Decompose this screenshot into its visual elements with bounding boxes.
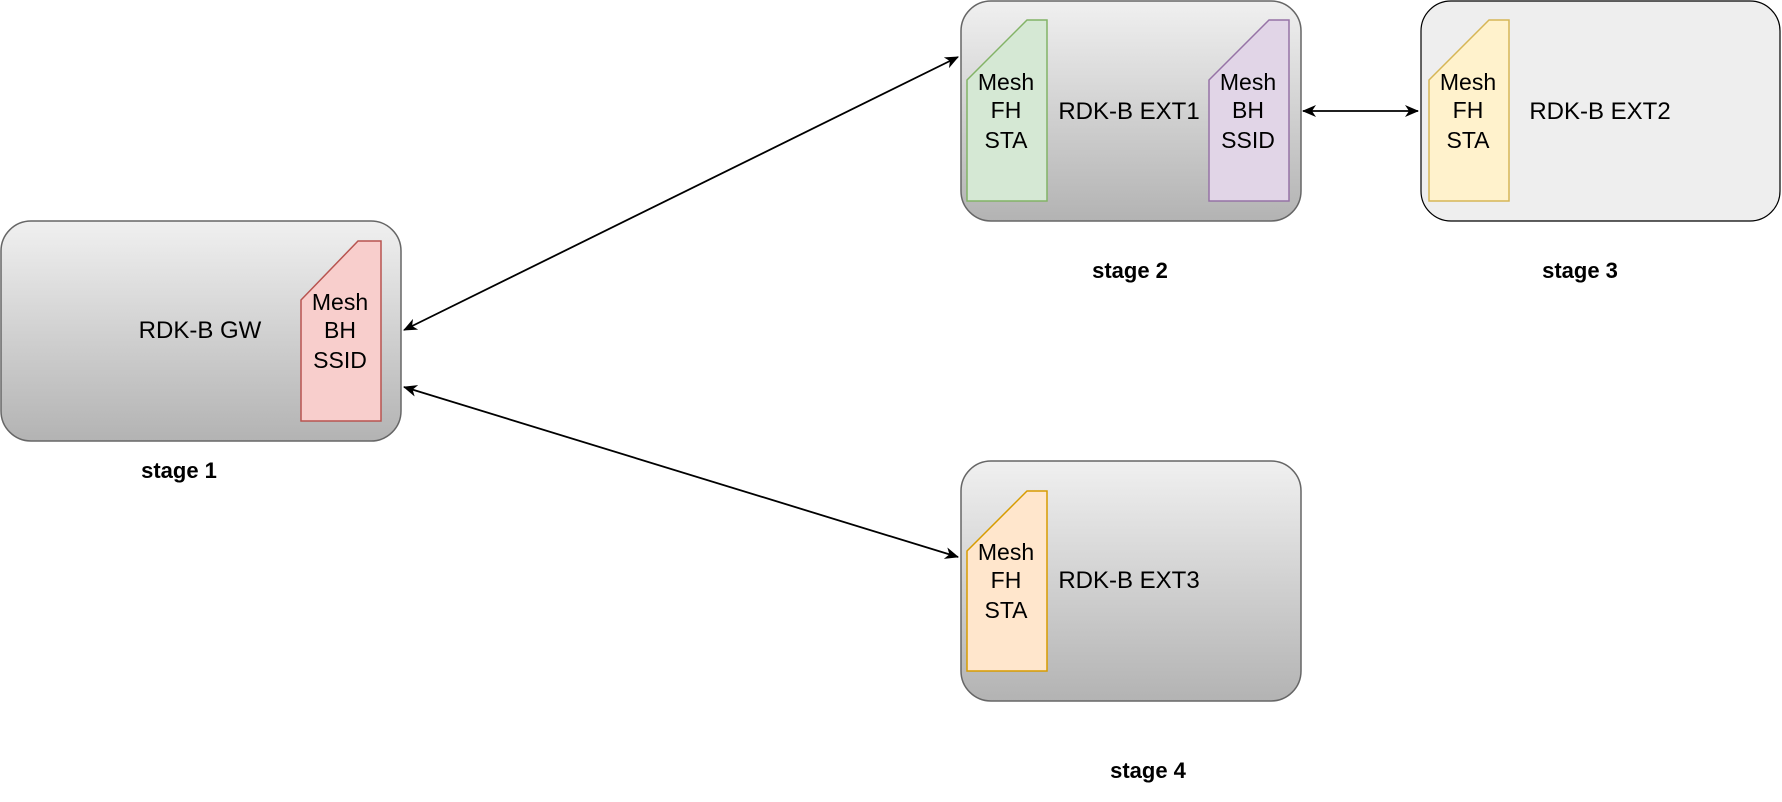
node-label: RDK-B EXT2 — [1529, 98, 1670, 125]
tag-line: STA — [1446, 127, 1490, 153]
node-rdkb-ext2: Mesh FH STA RDK-B EXT2 — [1420, 0, 1781, 222]
card-shape — [300, 240, 382, 422]
tag-line: STA — [984, 127, 1028, 153]
node-label: RDK-B EXT3 — [1058, 567, 1199, 594]
node-rdkb-ext3: Mesh FH STA RDK-B EXT3 — [960, 460, 1302, 702]
stage-4-label: stage 4 — [1110, 758, 1187, 783]
stage-3-label: stage 3 — [1542, 258, 1618, 283]
node-rdkb-ext1: Mesh FH STA RDK-B EXT1 Mesh BH SSID — [960, 0, 1302, 222]
tag-line: Mesh — [978, 539, 1034, 565]
tag-line: BH — [324, 317, 356, 343]
mesh-fh-sta-tag: Mesh FH STA — [966, 19, 1048, 202]
tag-line: Mesh — [312, 289, 368, 315]
card-shape — [1208, 19, 1290, 202]
tag-line: BH — [1232, 97, 1264, 123]
connector-gw-ext1 — [403, 56, 959, 331]
node-rdkb-gw: RDK-B GW Mesh BH SSID — [0, 220, 402, 442]
stage-2-label: stage 2 — [1092, 258, 1168, 283]
mesh-bh-ssid-tag: Mesh BH SSID — [300, 240, 382, 422]
tag-line: SSID — [313, 347, 367, 373]
card-shape — [1428, 19, 1510, 202]
tag-line: STA — [984, 597, 1028, 623]
node-label: RDK-B EXT1 — [1058, 98, 1199, 125]
node-label: RDK-B GW — [139, 317, 262, 344]
mesh-bh-ssid-tag: Mesh BH SSID — [1208, 19, 1290, 202]
mesh-fh-sta-tag: Mesh FH STA — [966, 490, 1048, 672]
tag-line: Mesh — [978, 69, 1034, 95]
tag-line: FH — [991, 97, 1022, 123]
mesh-fh-sta-tag: Mesh FH STA — [1428, 19, 1510, 202]
tag-line: Mesh — [1440, 69, 1496, 95]
stage-1-label: stage 1 — [141, 458, 217, 483]
tag-line: FH — [1453, 97, 1484, 123]
card-shape — [966, 490, 1048, 672]
tag-line: SSID — [1221, 127, 1275, 153]
tag-line: FH — [991, 567, 1022, 593]
card-shape — [966, 19, 1048, 202]
connector-gw-ext3 — [403, 385, 959, 559]
tag-line: Mesh — [1220, 69, 1276, 95]
node-box — [1420, 0, 1781, 222]
